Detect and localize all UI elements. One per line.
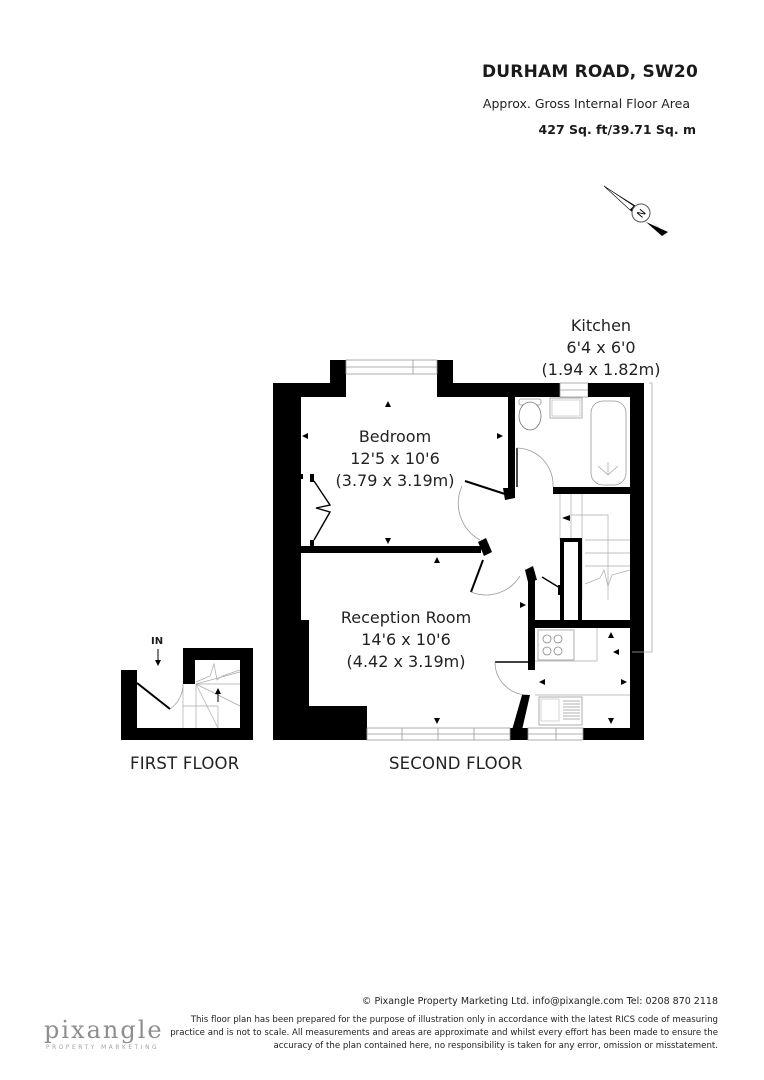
room-label-reception: Reception Room 14'6 x 10'6 (4.42 x 3.19m… xyxy=(326,607,486,673)
room-name: Reception Room xyxy=(340,608,472,627)
second-floor-plan xyxy=(273,359,653,741)
room-dimensions-imperial: 14'6 x 10'6 xyxy=(361,630,451,649)
room-dimensions-imperial: 6'4 x 6'0 xyxy=(566,338,636,357)
room-label-kitchen: Kitchen 6'4 x 6'0 (1.94 x 1.82m) xyxy=(541,315,661,381)
disclaimer-text: This floor plan has been prepared for th… xyxy=(170,1015,718,1052)
property-title: DURHAM ROAD, SW20 xyxy=(481,62,698,82)
room-name: Bedroom xyxy=(358,427,432,446)
first-floor-plan xyxy=(121,648,253,740)
pixangle-logo: pixangle xyxy=(44,1016,164,1044)
logo-tagline: PROPERTY MARKETING xyxy=(46,1045,160,1051)
room-name: Kitchen xyxy=(570,316,632,335)
floor-label-second: SECOND FLOOR xyxy=(389,754,523,773)
entrance-label: IN xyxy=(151,636,164,647)
room-dimensions-metric: (1.94 x 1.82m) xyxy=(541,360,661,379)
copyright-notice: © Pixangle Property Marketing Ltd. info@… xyxy=(361,996,718,1007)
floor-label-first: FIRST FLOOR xyxy=(130,754,240,773)
room-dimensions-metric: (3.79 x 3.19m) xyxy=(335,471,455,490)
area-caption: Approx. Gross Internal Floor Area xyxy=(482,96,690,111)
room-dimensions-metric: (4.42 x 3.19m) xyxy=(346,652,466,671)
room-dimensions-imperial: 12'5 x 10'6 xyxy=(350,449,440,468)
north-arrow-icon: N xyxy=(603,185,668,236)
room-label-bedroom: Bedroom 12'5 x 10'6 (3.79 x 3.19m) xyxy=(330,426,460,492)
floor-area-value: 427 Sq. ft/39.71 Sq. m xyxy=(538,122,696,137)
